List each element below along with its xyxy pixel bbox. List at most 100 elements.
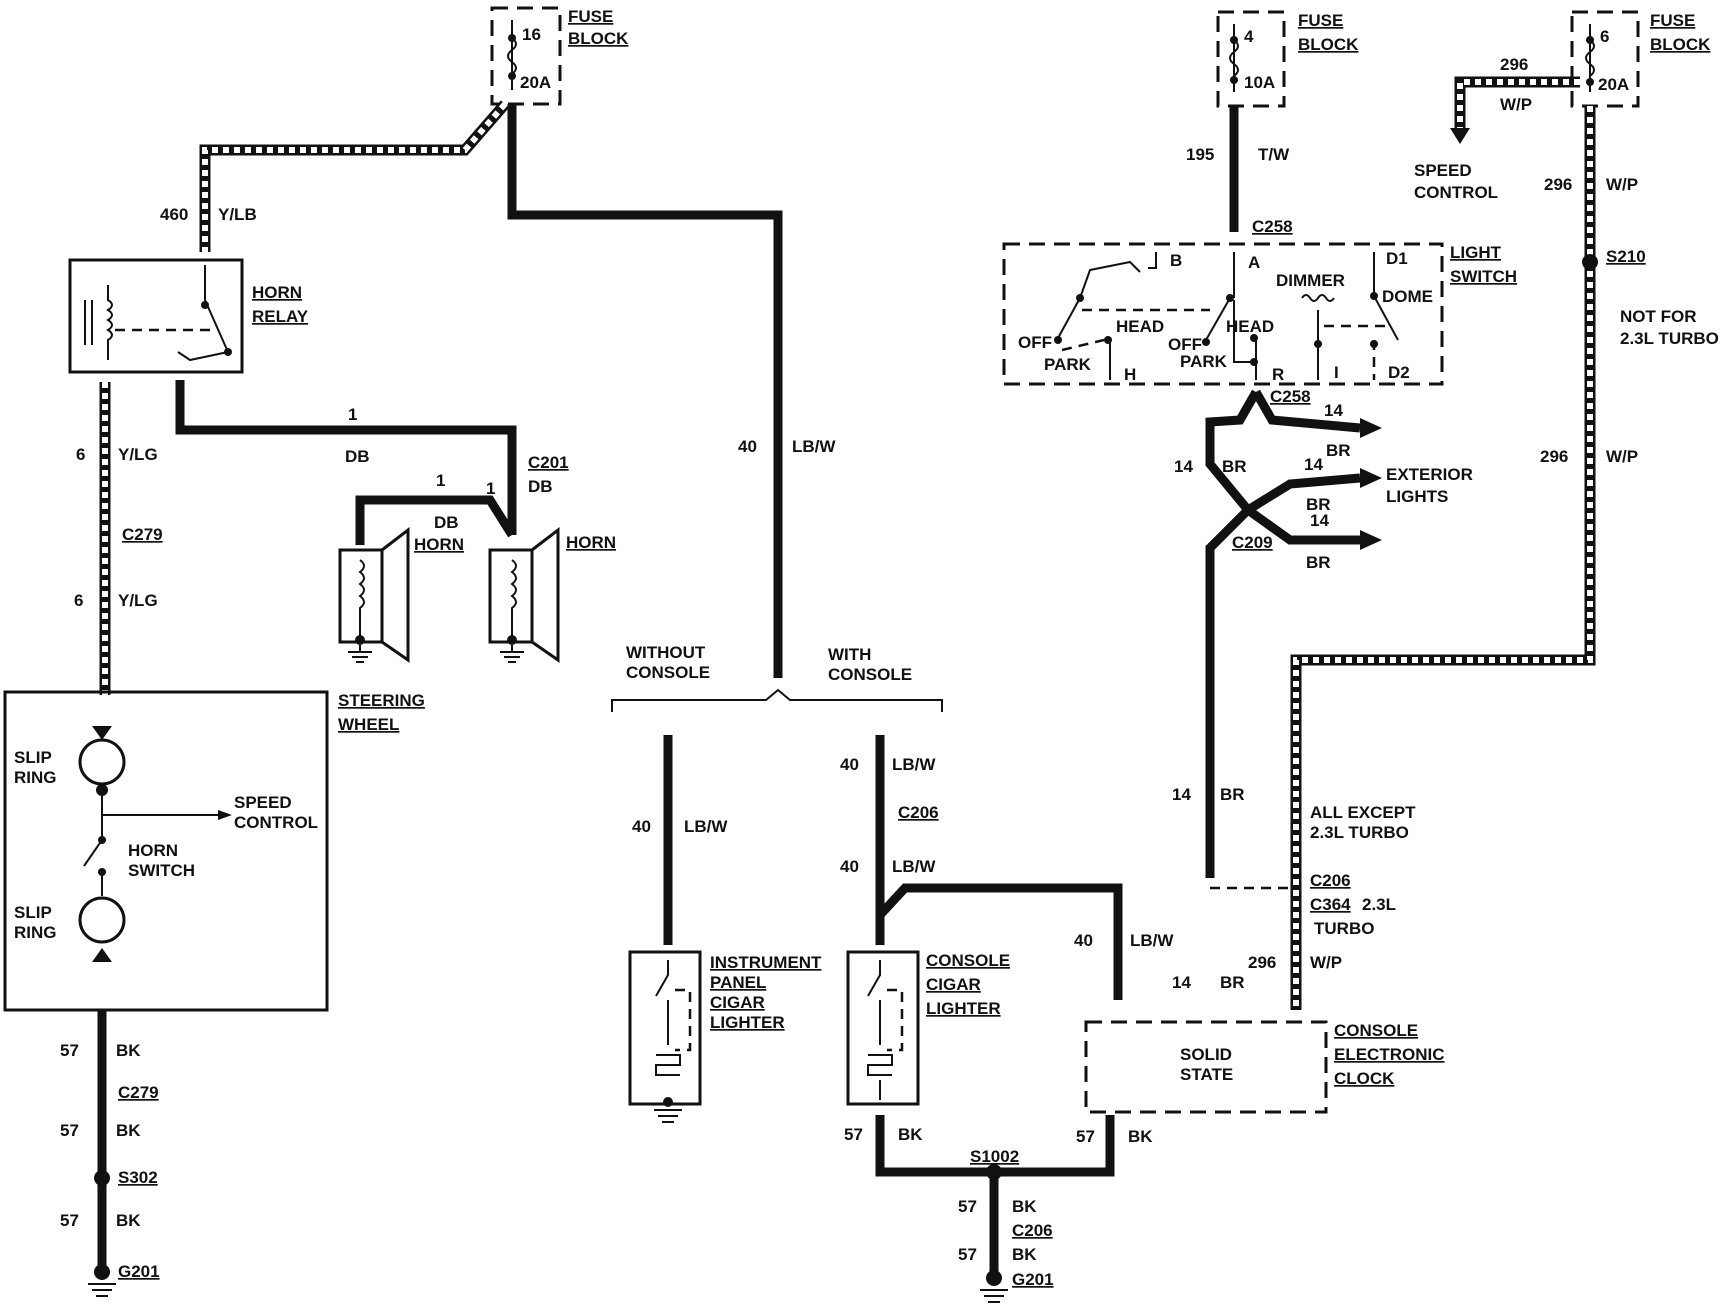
fuse-block-16 (490, 6, 562, 106)
speed-control-left-a: SPEED (234, 793, 292, 812)
ls-off-1: OFF (1018, 333, 1052, 352)
horn-2-label: HORN (566, 533, 616, 552)
solid-state-a: SOLID (1180, 1045, 1232, 1064)
wire-6b-color: Y/LG (118, 591, 158, 610)
wire-14e-color: BR (1306, 553, 1331, 572)
wire-40-ip-color: LB/W (684, 817, 728, 836)
speed-control-right-a: SPEED (1414, 161, 1472, 180)
wire-14f-number: 14 (1172, 785, 1191, 804)
wire-40-c1-number: 40 (840, 755, 859, 774)
fuse-6-number: 6 (1600, 27, 1609, 46)
ls-dimmer: DIMMER (1276, 271, 1345, 290)
wire-14g-color: BR (1220, 973, 1245, 992)
wire-6a-number: 6 (76, 445, 85, 464)
wire-57g-color: BK (1012, 1245, 1037, 1264)
wire-296-c-color: W/P (1606, 447, 1638, 466)
console-electronic-clock (1084, 1020, 1328, 1114)
wire-1a-color: DB (345, 447, 370, 466)
slip-ring-bottom-label-a: SLIP (14, 903, 52, 922)
wire-14d-number: 14 (1310, 511, 1329, 530)
wire-14g-number: 14 (1172, 973, 1191, 992)
g201-left-label: G201 (118, 1262, 160, 1281)
wire-1c-number: 1 (486, 479, 495, 498)
not-for-b: 2.3L TURBO (1620, 329, 1719, 348)
wire-296-b-number: 296 (1544, 175, 1572, 194)
s210-label: S210 (1606, 247, 1646, 266)
steering-wheel (3, 690, 329, 1012)
wire-40-main (507, 104, 783, 678)
slip-ring-top-label-b: RING (14, 768, 57, 787)
wire-40-main-color: LB/W (792, 437, 836, 456)
lighter-circuit: WITHOUT CONSOLE WITH CONSOLE 40 LB/W INS… (611, 643, 1174, 1303)
ls-d1: D1 (1386, 249, 1408, 268)
horn-relay-label-a: HORN (252, 283, 302, 302)
without-console-b: CONSOLE (626, 663, 710, 682)
wire-14-br-main (1205, 389, 1260, 878)
fuse-16-rating: 20A (520, 73, 551, 92)
s1002-label: S1002 (970, 1147, 1019, 1166)
wire-57c-number: 57 (60, 1211, 79, 1230)
wire-14c-number: 14 (1304, 455, 1323, 474)
horn-switch (83, 839, 103, 867)
ls-off-2: OFF (1168, 335, 1202, 354)
fuse-block-label-2a: FUSE (1298, 11, 1343, 30)
wire-14d-color: BR (1306, 495, 1331, 514)
wire-1a-number: 1 (348, 405, 357, 424)
wire-57e-number: 57 (1076, 1127, 1095, 1146)
c206-bottom-label: C206 (1012, 1221, 1053, 1240)
c258-top-label: C258 (1252, 217, 1293, 236)
wire-460-color: Y/LB (218, 205, 257, 224)
slip-ring-bottom (78, 896, 126, 944)
horn-switch-label-b: SWITCH (128, 861, 195, 880)
wire-14-exterior-3 (1245, 506, 1360, 545)
wire-6b-number: 6 (74, 591, 83, 610)
c206-mid-label: C206 (898, 803, 939, 822)
wire-1b-color: DB (434, 513, 459, 532)
wire-57d-number: 57 (844, 1125, 863, 1144)
ls-head-2: HEAD (1226, 317, 1274, 336)
wire-1-db (175, 380, 517, 535)
ls-dome: DOME (1382, 287, 1433, 306)
ls-a: A (1248, 253, 1260, 272)
all-except-a: ALL EXCEPT (1310, 803, 1416, 822)
all-except-b: 2.3L TURBO (1310, 823, 1409, 842)
wire-460-number: 460 (160, 205, 188, 224)
wire-296-clock-color: W/P (1310, 953, 1342, 972)
wire-296-top-color: W/P (1500, 95, 1532, 114)
wire-1c-color: DB (528, 477, 553, 496)
speed-control-left-b: CONTROL (234, 813, 318, 832)
wire-14b-number: 14 (1174, 457, 1193, 476)
wire-57c-color: BK (116, 1211, 141, 1230)
wire-40-clock-color: LB/W (1130, 931, 1174, 950)
speed-control-right-b: CONTROL (1414, 183, 1498, 202)
console-lighter-c: LIGHTER (926, 999, 1001, 1018)
ls-r: R (1272, 365, 1284, 384)
wire-296-c-number: 296 (1540, 447, 1568, 466)
not-for-a: NOT FOR (1620, 307, 1697, 326)
with-console-a: WITH (828, 645, 871, 664)
wire-14-exterior-2 (1245, 473, 1361, 514)
wire-296-top-number: 296 (1500, 55, 1528, 74)
ls-park-2: PARK (1180, 352, 1228, 371)
fuse-4-rating: 10A (1244, 73, 1275, 92)
console-lighter-b: CIGAR (926, 975, 981, 994)
fuse-block-4 (1216, 10, 1286, 108)
g201-bottom-label: G201 (1012, 1270, 1054, 1289)
console-bracket (611, 688, 943, 712)
ip-lighter-a: INSTRUMENT (710, 953, 822, 972)
wire-40-clock-number: 40 (1074, 931, 1093, 950)
steering-wheel-label-b: WHEEL (338, 715, 399, 734)
wire-40-clock (876, 883, 1123, 1000)
without-console-a: WITHOUT (626, 643, 706, 662)
horn-circuit: 16 20A FUSE BLOCK 460 Y/LB 40 LB/W HORN … (3, 6, 836, 1297)
horn-1-label: HORN (414, 535, 464, 554)
console-cigar-lighter (846, 950, 920, 1106)
wire-57b-number: 57 (60, 1121, 79, 1140)
wire-40-c1-color: LB/W (892, 755, 936, 774)
light-switch-label-b: SWITCH (1450, 267, 1517, 286)
fuse-block-label-1a: FUSE (568, 7, 613, 26)
s302-label: S302 (118, 1168, 158, 1187)
wire-40-ip-number: 40 (632, 817, 651, 836)
ls-h: H (1124, 365, 1136, 384)
console-clock-c: CLOCK (1334, 1069, 1395, 1088)
